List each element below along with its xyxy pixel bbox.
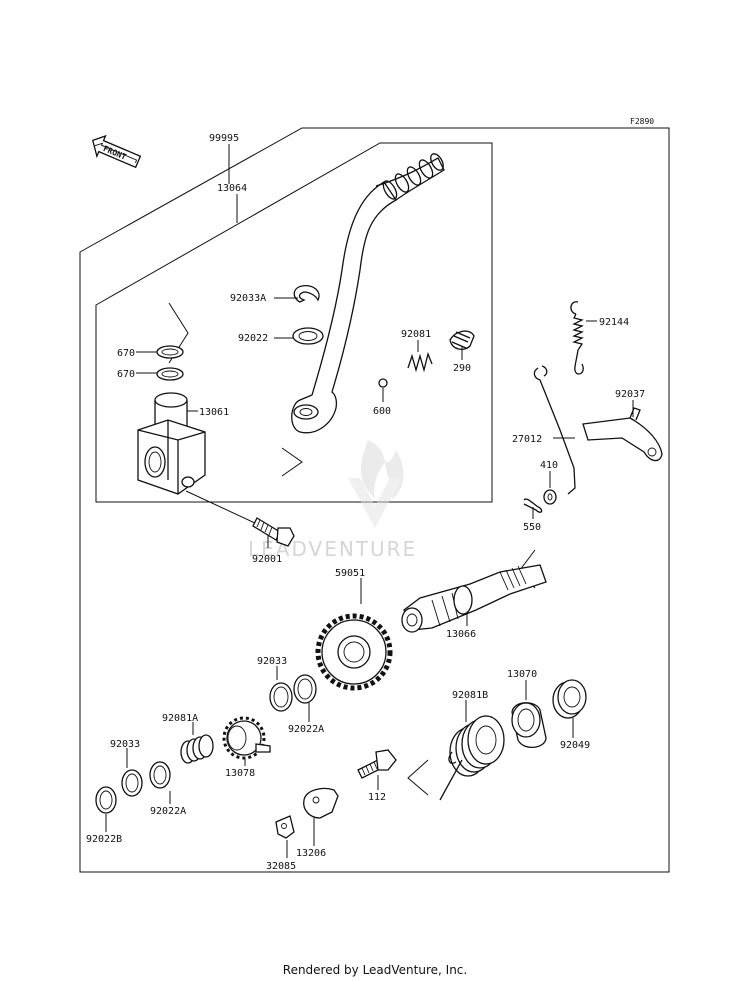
label-92049: 92049 bbox=[560, 740, 590, 751]
circlip-92033-mid bbox=[269, 682, 293, 712]
label-13206: 13206 bbox=[296, 848, 326, 859]
circlip-92033-low bbox=[121, 769, 143, 797]
label-92022-top: 92022 bbox=[238, 333, 268, 344]
washer-92022-top bbox=[292, 327, 324, 345]
plate-13206 bbox=[303, 787, 339, 819]
bolt-92001 bbox=[252, 517, 295, 547]
label-600: 600 bbox=[373, 406, 391, 417]
label-92144: 92144 bbox=[599, 317, 629, 328]
footer-credit: Rendered by LeadVenture, Inc. bbox=[282, 963, 468, 977]
label-92033A: 92033A bbox=[230, 293, 266, 304]
label-92022A-mid: 92022A bbox=[288, 724, 324, 735]
spring-92081A bbox=[180, 734, 214, 764]
pin-550 bbox=[523, 498, 543, 513]
ball-600 bbox=[378, 378, 388, 388]
label-13066: 13066 bbox=[446, 629, 476, 640]
outer-frame bbox=[79, 127, 670, 873]
label-92001: 92001 bbox=[252, 554, 282, 565]
label-13061: 13061 bbox=[199, 407, 229, 418]
plate-13206-hole bbox=[312, 796, 320, 804]
label-13070: 13070 bbox=[507, 669, 537, 680]
spring-92081 bbox=[407, 351, 433, 373]
label-670-a: 670 bbox=[117, 348, 135, 359]
clip-32085-hole bbox=[281, 823, 287, 829]
circlip-92033A bbox=[293, 285, 320, 303]
clip-32085 bbox=[275, 815, 295, 839]
gear-59051 bbox=[315, 613, 393, 691]
label-32085: 32085 bbox=[266, 861, 296, 872]
label-112: 112 bbox=[368, 792, 386, 803]
watermark-logo bbox=[348, 440, 404, 528]
bracket-92037 bbox=[582, 407, 663, 462]
washer-92022B bbox=[95, 786, 117, 814]
label-92022A-low: 92022A bbox=[150, 806, 186, 817]
label-410: 410 bbox=[540, 460, 558, 471]
ratchet-13078 bbox=[222, 716, 271, 760]
front-arrow-icon: FRONT bbox=[91, 134, 142, 169]
washer-92022A-mid bbox=[293, 674, 317, 704]
label-99995: 99995 bbox=[209, 133, 239, 144]
label-13078: 13078 bbox=[225, 768, 255, 779]
guide-13070 bbox=[511, 702, 547, 748]
label-13064: 13064 bbox=[217, 183, 247, 194]
rod-27012 bbox=[533, 365, 576, 495]
shaft-13066 bbox=[401, 564, 547, 633]
label-550: 550 bbox=[523, 522, 541, 533]
washer-410 bbox=[543, 489, 557, 505]
kick-lever bbox=[291, 153, 445, 434]
inner-frame bbox=[95, 142, 493, 503]
spring-92081B bbox=[439, 715, 505, 801]
ring-670-a bbox=[156, 345, 184, 359]
seal-92049 bbox=[552, 679, 587, 719]
label-92033-mid: 92033 bbox=[257, 656, 287, 667]
part-labels: 99995 13064 92033A 92022 92081 290 600 6… bbox=[86, 133, 645, 872]
watermark-text: LEADVENTURE bbox=[248, 537, 417, 561]
label-59051: 59051 bbox=[335, 568, 365, 579]
label-92037: 92037 bbox=[615, 389, 645, 400]
label-92081B: 92081B bbox=[452, 690, 488, 701]
label-27012: 27012 bbox=[512, 434, 542, 445]
label-290: 290 bbox=[453, 363, 471, 374]
label-92022B: 92022B bbox=[86, 834, 122, 845]
label-92033-low: 92033 bbox=[110, 739, 140, 750]
boss-13061 bbox=[137, 392, 206, 495]
bolt-112 bbox=[357, 749, 397, 779]
ring-670-b bbox=[156, 367, 184, 381]
figure-code: F2890 bbox=[630, 117, 654, 126]
ball-290 bbox=[449, 330, 475, 351]
spring-92144 bbox=[570, 301, 584, 375]
label-92081A: 92081A bbox=[162, 713, 198, 724]
washer-92022A-low bbox=[149, 761, 171, 789]
label-670-b: 670 bbox=[117, 369, 135, 380]
label-92081-top: 92081 bbox=[401, 329, 431, 340]
